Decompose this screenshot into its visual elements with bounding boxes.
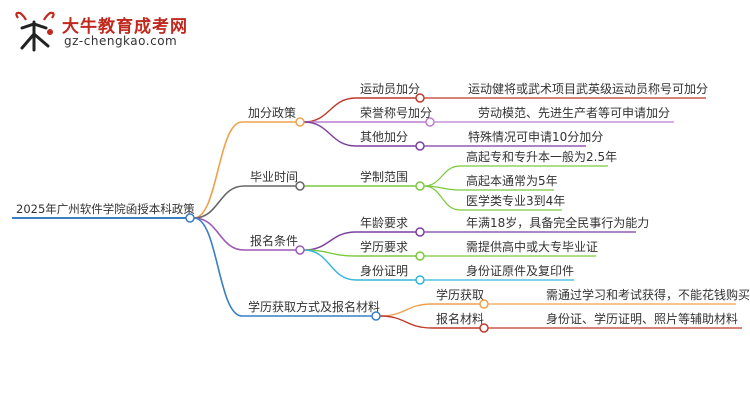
leaf-label: 特殊情况可申请10分加分 bbox=[468, 129, 603, 144]
branch-connector bbox=[193, 217, 245, 251]
child-connector bbox=[303, 97, 357, 123]
child-label: 荣誉称号加分 bbox=[360, 106, 432, 120]
child-node-dot[interactable] bbox=[479, 323, 489, 333]
child-label: 学历获取 bbox=[436, 287, 484, 302]
leaf-label: 运动健将或武术项目武英级运动员称号可加分 bbox=[468, 82, 708, 96]
leaf-label: 年满18岁，具备完全民事行为能力 bbox=[466, 215, 649, 230]
logo-url: gz-chengkao.com bbox=[64, 34, 178, 48]
child-label: 学历要求 bbox=[360, 239, 408, 254]
child-label: 年龄要求 bbox=[360, 216, 408, 230]
child-node-dot[interactable] bbox=[415, 141, 425, 151]
mind-map-connectors bbox=[12, 97, 742, 329]
branch-node-dot[interactable] bbox=[295, 181, 305, 191]
leaf-connector bbox=[423, 185, 461, 211]
child-connector bbox=[303, 249, 357, 281]
root-node-dot[interactable] bbox=[185, 213, 195, 223]
child-node-dot[interactable] bbox=[425, 117, 435, 127]
leaf-label: 需通过学习和考试获得，不能花钱购买 bbox=[546, 287, 750, 302]
leaf-label: 高起本通常为5年 bbox=[466, 173, 558, 188]
child-connector bbox=[379, 315, 433, 329]
child-label: 其他加分 bbox=[360, 130, 408, 144]
branch-connector bbox=[193, 121, 243, 219]
branch-connector bbox=[193, 217, 243, 317]
child-connector bbox=[303, 231, 357, 251]
leaf-label: 需提供高中或大专毕业证 bbox=[466, 239, 598, 254]
branch-node-dot[interactable] bbox=[371, 311, 381, 321]
leaf-label: 身份证原件及复印件 bbox=[466, 263, 574, 278]
leaf-connector bbox=[423, 165, 461, 187]
child-node-dot[interactable] bbox=[415, 93, 425, 103]
child-label: 身份证明 bbox=[360, 263, 408, 278]
child-node-dot[interactable] bbox=[479, 299, 489, 309]
site-logo[interactable]: 大牛教育成考网 gz-chengkao.com bbox=[12, 10, 212, 54]
child-node-dot[interactable] bbox=[415, 181, 425, 191]
child-label: 学制范围 bbox=[360, 169, 408, 184]
child-node-dot[interactable] bbox=[415, 251, 425, 261]
branch-node-dot[interactable] bbox=[295, 117, 305, 127]
leaf-label: 高起专和专升本一般为2.5年 bbox=[466, 149, 617, 164]
child-node-dot[interactable] bbox=[415, 227, 425, 237]
bull-logo-icon bbox=[15, 11, 55, 52]
child-label: 报名材料 bbox=[436, 311, 484, 326]
leaf-label: 身份证、学历证明、照片等辅助材料 bbox=[546, 311, 738, 326]
logo-text: 大牛教育成考网 bbox=[62, 17, 188, 37]
branch-node-dot[interactable] bbox=[295, 245, 305, 255]
root-node-label: 2025年广州软件学院函授本科政策 bbox=[16, 202, 195, 216]
child-connector bbox=[379, 303, 433, 317]
child-label: 运动员加分 bbox=[360, 82, 420, 96]
child-node-dot[interactable] bbox=[415, 275, 425, 285]
branch-connector bbox=[193, 185, 245, 219]
branch-label: 学历获取方式及报名材料 bbox=[248, 299, 380, 314]
mind-map-nodes: 2025年广州软件学院函授本科政策 加分政策 运动员加分 运动健将或武术项目武英级运动… bbox=[16, 82, 750, 333]
leaf-label: 劳动模范、先进生产者等可申请加分 bbox=[478, 106, 670, 120]
branch-label: 毕业时间 bbox=[250, 170, 298, 184]
branch-label: 报名条件 bbox=[250, 233, 298, 248]
leaf-label: 医学类专业3到4年 bbox=[466, 193, 565, 208]
branch-label: 加分政策 bbox=[248, 106, 296, 120]
child-connector bbox=[303, 121, 357, 147]
